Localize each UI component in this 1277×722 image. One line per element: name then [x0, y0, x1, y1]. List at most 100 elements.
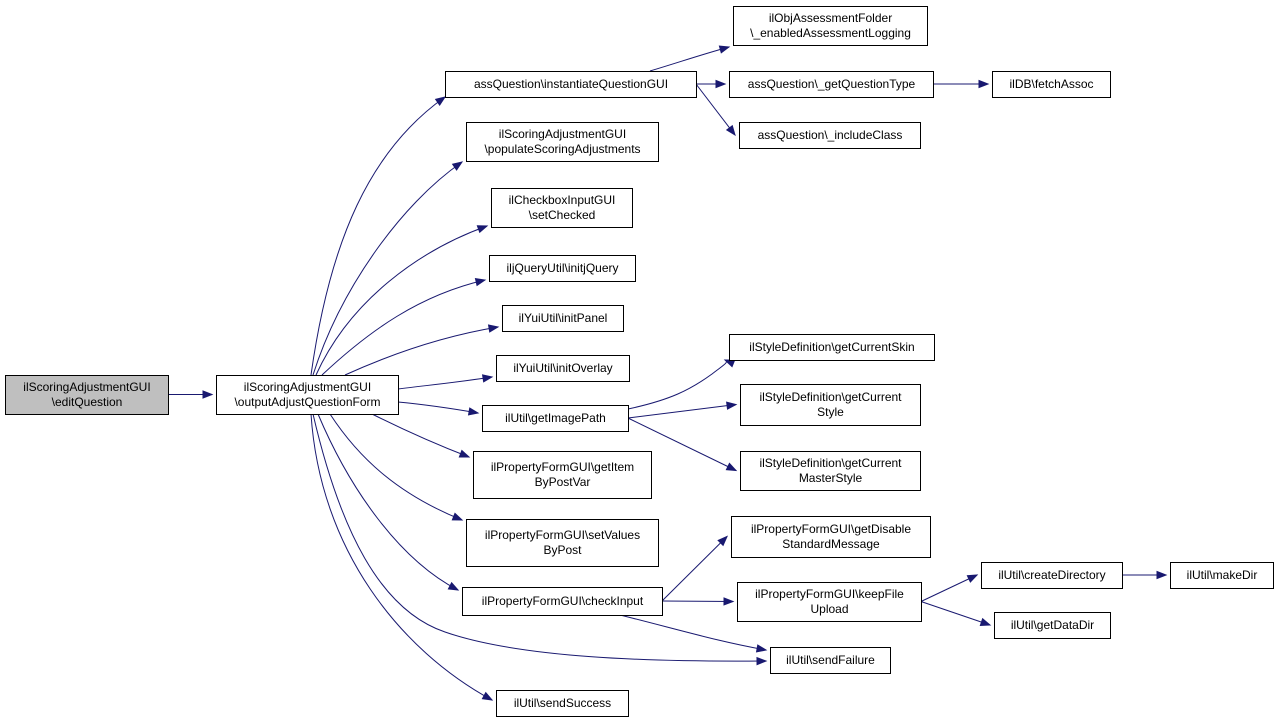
- node-box: [466, 122, 659, 162]
- node-box: [482, 405, 629, 432]
- node-label-line: MasterStyle: [799, 471, 863, 485]
- node-label-line: ilPropertyFormGUI\setValues: [485, 528, 640, 542]
- edge-line: [321, 279, 486, 376]
- node-makeDir[interactable]: ilUtil\makeDir: [1170, 562, 1274, 589]
- edge-checkInput-to-sendFailure: [619, 614, 768, 653]
- node-box: [489, 255, 636, 282]
- edge-line: [329, 413, 463, 521]
- node-label-line: ByPostVar: [535, 475, 591, 489]
- node-root[interactable]: ilScoringAdjustmentGUI\editQuestion: [5, 375, 169, 415]
- node-label-line: ilDB\fetchAssoc: [1009, 77, 1093, 91]
- node-label-line: ilUtil\createDirectory: [998, 568, 1105, 582]
- arrow-head: [723, 597, 735, 606]
- node-enabledLogging[interactable]: ilObjAssessmentFolder\_enabledAssessment…: [733, 6, 928, 46]
- node-box: [473, 451, 652, 499]
- edge-getImagePath-to-getCurrentMasterStyle: [627, 417, 738, 472]
- node-box: [1170, 562, 1274, 589]
- node-label-line: assQuestion\instantiateQuestionGUI: [474, 77, 668, 91]
- node-populate[interactable]: ilScoringAdjustmentGUI\populateScoringAd…: [466, 122, 659, 162]
- node-box: [445, 71, 697, 98]
- node-box: [994, 612, 1111, 639]
- edge-output-to-sendSuccess: [310, 413, 494, 701]
- node-createDirectory[interactable]: ilUtil\createDirectory: [981, 562, 1123, 589]
- edge-output-to-setChecked: [315, 225, 489, 376]
- node-label-line: Style: [817, 405, 844, 419]
- node-initOverlay[interactable]: ilYuiUtil\initOverlay: [496, 355, 630, 382]
- node-box: [770, 647, 891, 674]
- arrow-head: [1156, 570, 1168, 580]
- node-label-line: ilStyleDefinition\getCurrentSkin: [749, 340, 914, 354]
- edge-line: [344, 326, 499, 376]
- arrow-head: [966, 574, 979, 583]
- node-box: [491, 188, 633, 228]
- arrow-head: [474, 278, 487, 287]
- node-label-line: \setChecked: [529, 208, 596, 222]
- arrow-head: [434, 96, 447, 106]
- node-label-line: iljQueryUtil\initjQuery: [506, 261, 618, 275]
- node-initPanel[interactable]: ilYuiUtil\initPanel: [502, 305, 624, 332]
- node-label-line: ilUtil\getDataDir: [1011, 618, 1094, 632]
- edge-line: [649, 46, 730, 72]
- node-label-line: \_enabledAssessmentLogging: [750, 26, 911, 40]
- nodes: ilScoringAdjustmentGUI\editQuestionilSco…: [5, 6, 1274, 717]
- arrow-head: [718, 45, 731, 54]
- edge-output-to-initjQuery: [321, 278, 487, 376]
- edge-line: [397, 401, 479, 414]
- edge-line: [397, 376, 493, 390]
- arrow-head: [458, 449, 471, 458]
- edge-line: [312, 161, 463, 376]
- node-sendFailure[interactable]: ilUtil\sendFailure: [770, 647, 891, 674]
- node-fetchAssoc[interactable]: ilDB\fetchAssoc: [992, 71, 1111, 98]
- node-box: [462, 587, 663, 616]
- edges: [168, 45, 1168, 701]
- edge-getImagePath-to-getCurrentSkin: [627, 359, 736, 410]
- arrow-head: [467, 407, 480, 416]
- node-box: [992, 71, 1111, 98]
- node-getQuestionType[interactable]: assQuestion\_getQuestionType: [729, 71, 934, 98]
- node-label-line: ilPropertyFormGUI\getDisable: [751, 522, 911, 536]
- edge-line: [312, 413, 767, 662]
- node-getDisableStd[interactable]: ilPropertyFormGUI\getDisableStandardMess…: [731, 516, 931, 558]
- node-getDataDir[interactable]: ilUtil\getDataDir: [994, 612, 1111, 639]
- arrow-head: [755, 644, 768, 653]
- arrow-head: [481, 374, 494, 383]
- node-checkInput[interactable]: ilPropertyFormGUI\checkInput: [462, 587, 663, 616]
- edge-instantiate-to-getQuestionType: [696, 79, 727, 89]
- node-initjQuery[interactable]: iljQueryUtil\initjQuery: [489, 255, 636, 282]
- node-label-line: StandardMessage: [782, 537, 880, 551]
- arrow-head: [756, 656, 768, 666]
- edge-output-to-initPanel: [344, 324, 500, 376]
- node-box: [496, 355, 630, 382]
- node-box: [216, 375, 399, 415]
- node-label-line: ilScoringAdjustmentGUI: [23, 380, 150, 394]
- node-output[interactable]: ilScoringAdjustmentGUI\outputAdjustQuest…: [216, 375, 399, 415]
- edge-output-to-setValuesByPost: [329, 413, 464, 521]
- node-label-line: ilScoringAdjustmentGUI: [499, 127, 626, 141]
- edge-line: [627, 359, 727, 410]
- arrow-head: [726, 401, 738, 410]
- node-label-line: Upload: [810, 602, 848, 616]
- node-getImagePath[interactable]: ilUtil\getImagePath: [482, 405, 629, 432]
- node-box: [731, 516, 931, 558]
- edge-keepFileUpload-to-getDataDir: [920, 601, 992, 626]
- node-label-line: ByPost: [543, 543, 582, 557]
- edge-line: [317, 413, 459, 591]
- arrow-head: [715, 79, 727, 89]
- node-includeClass[interactable]: assQuestion\_includeClass: [739, 122, 921, 149]
- edge-output-to-populate: [312, 161, 464, 376]
- node-instantiate[interactable]: assQuestion\instantiateQuestionGUI: [445, 71, 697, 98]
- arrow-head: [447, 581, 460, 591]
- node-getCurrentSkin[interactable]: ilStyleDefinition\getCurrentSkin: [729, 334, 935, 361]
- node-sendSuccess[interactable]: ilUtil\sendSuccess: [496, 690, 629, 717]
- arrow-head: [481, 691, 494, 701]
- node-setChecked[interactable]: ilCheckboxInputGUI\setChecked: [491, 188, 633, 228]
- edge-output-to-sendFailure: [312, 413, 768, 666]
- node-label-line: ilYuiUtil\initPanel: [519, 311, 608, 325]
- node-label-line: assQuestion\_includeClass: [758, 128, 903, 142]
- arrow-head: [451, 161, 464, 171]
